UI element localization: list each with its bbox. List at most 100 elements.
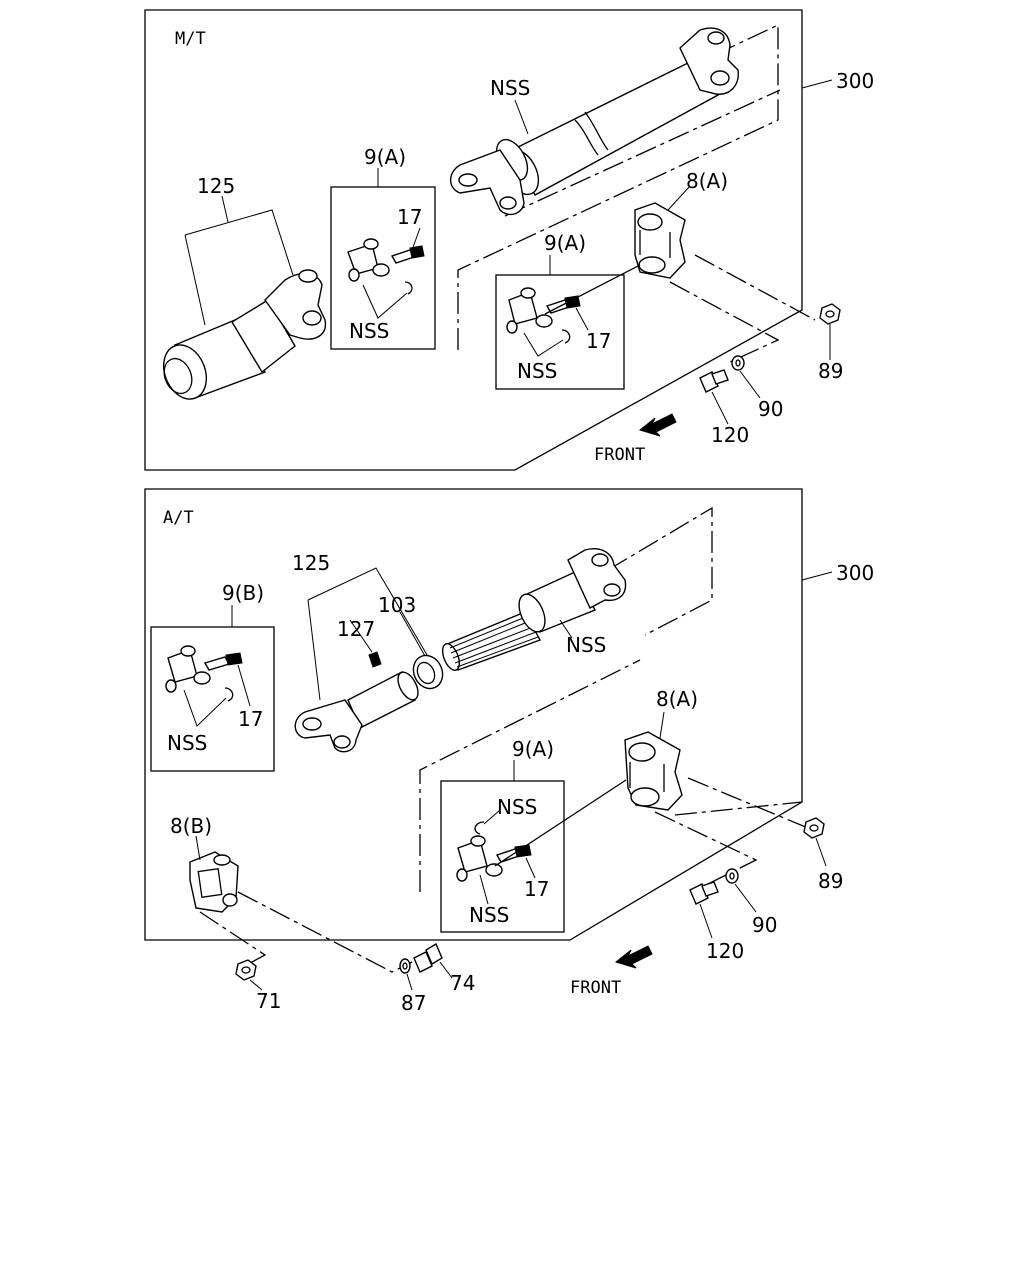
leader-89-at [815, 837, 827, 867]
leader-nss-at-bottom [479, 874, 489, 905]
flange-yoke-8b [189, 851, 239, 913]
joint-link-at [494, 779, 627, 867]
leader-125-mt [184, 209, 294, 326]
seal-103-inner [416, 661, 436, 685]
nut-line-at [687, 777, 809, 829]
callout-120-mt: 120 [711, 423, 749, 447]
snap-ring-mt-2 [561, 329, 571, 344]
leader-300 [801, 79, 833, 89]
slip-shaft-at [294, 671, 419, 753]
leader-8a-at [659, 711, 665, 739]
washer-87 [399, 958, 411, 974]
universal-joint-cross-at-2 [456, 835, 532, 882]
callout-125-mt: 125 [197, 174, 235, 198]
callout-74: 74 [450, 971, 475, 995]
leader-74 [439, 961, 453, 979]
leader-120-mt [711, 391, 729, 425]
callout-300-mt: 300 [836, 69, 874, 93]
callout-nss-mt-1: NSS [349, 319, 389, 343]
bolt-line-8b [237, 891, 413, 973]
assembly-outline-at-3 [674, 801, 803, 816]
leader-nss-shaft-at [559, 619, 573, 639]
leader-nss-at-1 [183, 689, 227, 727]
kit-box-9b-at [150, 626, 275, 772]
leader-125-mt-b [221, 195, 229, 223]
callout-17-at-1: 17 [238, 707, 263, 731]
callout-103-at: 103 [378, 593, 416, 617]
callout-125-at: 125 [292, 551, 330, 575]
washer-90-at [725, 868, 739, 884]
leader-nss-at-top [483, 809, 501, 825]
leader-17-mt-1 [411, 227, 421, 251]
callout-87: 87 [401, 991, 426, 1015]
universal-joint-cross-at-1 [165, 645, 243, 693]
callout-nss-shaft-at: NSS [566, 633, 606, 657]
assembly-axis-mt [504, 89, 781, 217]
callout-127-at: 127 [337, 617, 375, 641]
leader-103-at [399, 611, 426, 657]
callout-9a2-mt: 9(A) [544, 231, 586, 255]
washer-87-hole [402, 962, 408, 970]
callout-nss-shaft-mt: NSS [490, 76, 530, 100]
front-label-mt: FRONT [594, 445, 645, 465]
leader-300-at [801, 571, 833, 581]
front-arrow-at [614, 945, 653, 969]
callout-17-mt-1: 17 [397, 205, 422, 229]
assembly-outline-at [607, 506, 713, 636]
leader-90-at [734, 883, 757, 913]
panel-mt-border [144, 9, 803, 471]
panel-at: A/T 300 9(B) 17 NSS 125 127 [144, 488, 874, 1015]
propeller-shaft-mt [449, 27, 739, 216]
leader-87 [406, 973, 413, 991]
callout-71: 71 [256, 989, 281, 1013]
flange-yoke-at [624, 731, 683, 811]
callout-nss-mt-2: NSS [517, 359, 557, 383]
washer-90-mt [731, 355, 745, 371]
callout-90-mt: 90 [758, 397, 783, 421]
snap-ring-at-1 [224, 687, 234, 702]
leader-120-at [699, 903, 713, 939]
leader-8b-at [195, 835, 201, 861]
panel-mt-label: M/T [175, 29, 206, 49]
callout-9a-at: 9(A) [512, 737, 554, 761]
nut-line-mt [694, 254, 816, 321]
callout-nss-at-bottom: NSS [469, 903, 509, 927]
callout-17-mt-2: 17 [586, 329, 611, 353]
callout-8a-mt: 8(A) [686, 169, 728, 193]
nut-line-8b [199, 911, 267, 964]
front-label-at: FRONT [570, 978, 621, 998]
kit-box-9a-mt [330, 186, 436, 350]
leader-17-at-2 [525, 857, 536, 879]
flange-yoke-mt [634, 202, 686, 279]
kit-box-9a2-mt [495, 274, 625, 390]
callout-8b-at: 8(B) [170, 814, 212, 838]
joint-link-mt [544, 264, 641, 315]
bolt-74 [413, 942, 443, 973]
washer-90-at-hole [729, 872, 735, 880]
callout-300-at: 300 [836, 561, 874, 585]
callout-89-mt: 89 [818, 359, 843, 383]
nut-71 [235, 959, 257, 981]
leader-127-at [349, 619, 373, 653]
assembly-outline-mt [457, 23, 779, 350]
callout-17-at-2: 17 [524, 877, 549, 901]
kit-box-9a-at [440, 780, 565, 933]
leader-8a-mt [667, 185, 691, 211]
universal-joint-cross-mt-1 [347, 238, 425, 282]
front-arrow-mt [638, 413, 677, 437]
callout-9a-mt: 9(A) [364, 145, 406, 169]
panel-at-border [144, 488, 803, 941]
leader-125-at [307, 567, 431, 701]
bolt-line-at [654, 811, 758, 889]
leader-90-mt [739, 370, 761, 399]
bolt-line-mt [669, 281, 780, 363]
callout-89-at: 89 [818, 869, 843, 893]
splined-shaft-at [441, 611, 541, 671]
callout-90-at: 90 [752, 913, 777, 937]
callout-9b-at: 9(B) [222, 581, 264, 605]
bolt-120-at [689, 881, 719, 905]
bolt-120-mt [699, 369, 729, 393]
leader-71 [249, 979, 263, 991]
leader-nss-shaft-mt [514, 99, 529, 135]
